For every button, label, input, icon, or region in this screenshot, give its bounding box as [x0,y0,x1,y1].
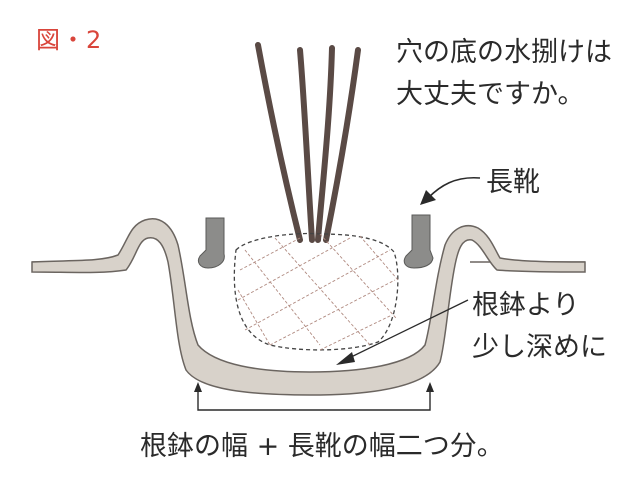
trunk-branch-1 [255,42,303,243]
root-ball-net [237,233,399,351]
boots-arrowhead [420,190,436,205]
depth-arrow [344,299,469,361]
depth-arrowhead [336,352,355,365]
width-bracket-arrow-right [426,382,434,392]
trunk-branch-4 [323,47,361,243]
trunk-branch-2 [297,47,315,243]
boot-right-icon [403,214,434,269]
width-bracket [197,388,431,411]
boot-left-icon [197,217,225,269]
question-line-2: 大丈夫ですか。 [396,79,585,110]
hole-width-label: 根鉢の幅 + 長靴の幅二つ分。 [140,431,504,462]
question-line-1: 穴の底の水捌けは [396,37,612,68]
root-depth-label-line-2: 少し深めに [472,332,607,363]
boots-arrow [427,176,481,199]
width-bracket-arrow-left [194,382,202,392]
trunk-branch-3 [315,45,335,243]
root-ball-outline [233,232,399,351]
root-depth-label-line-1: 根鉢より [472,290,580,321]
hole-soil-band [31,218,586,396]
figure-label: 図・2 [36,26,103,54]
boots-label: 長靴 [486,167,540,198]
